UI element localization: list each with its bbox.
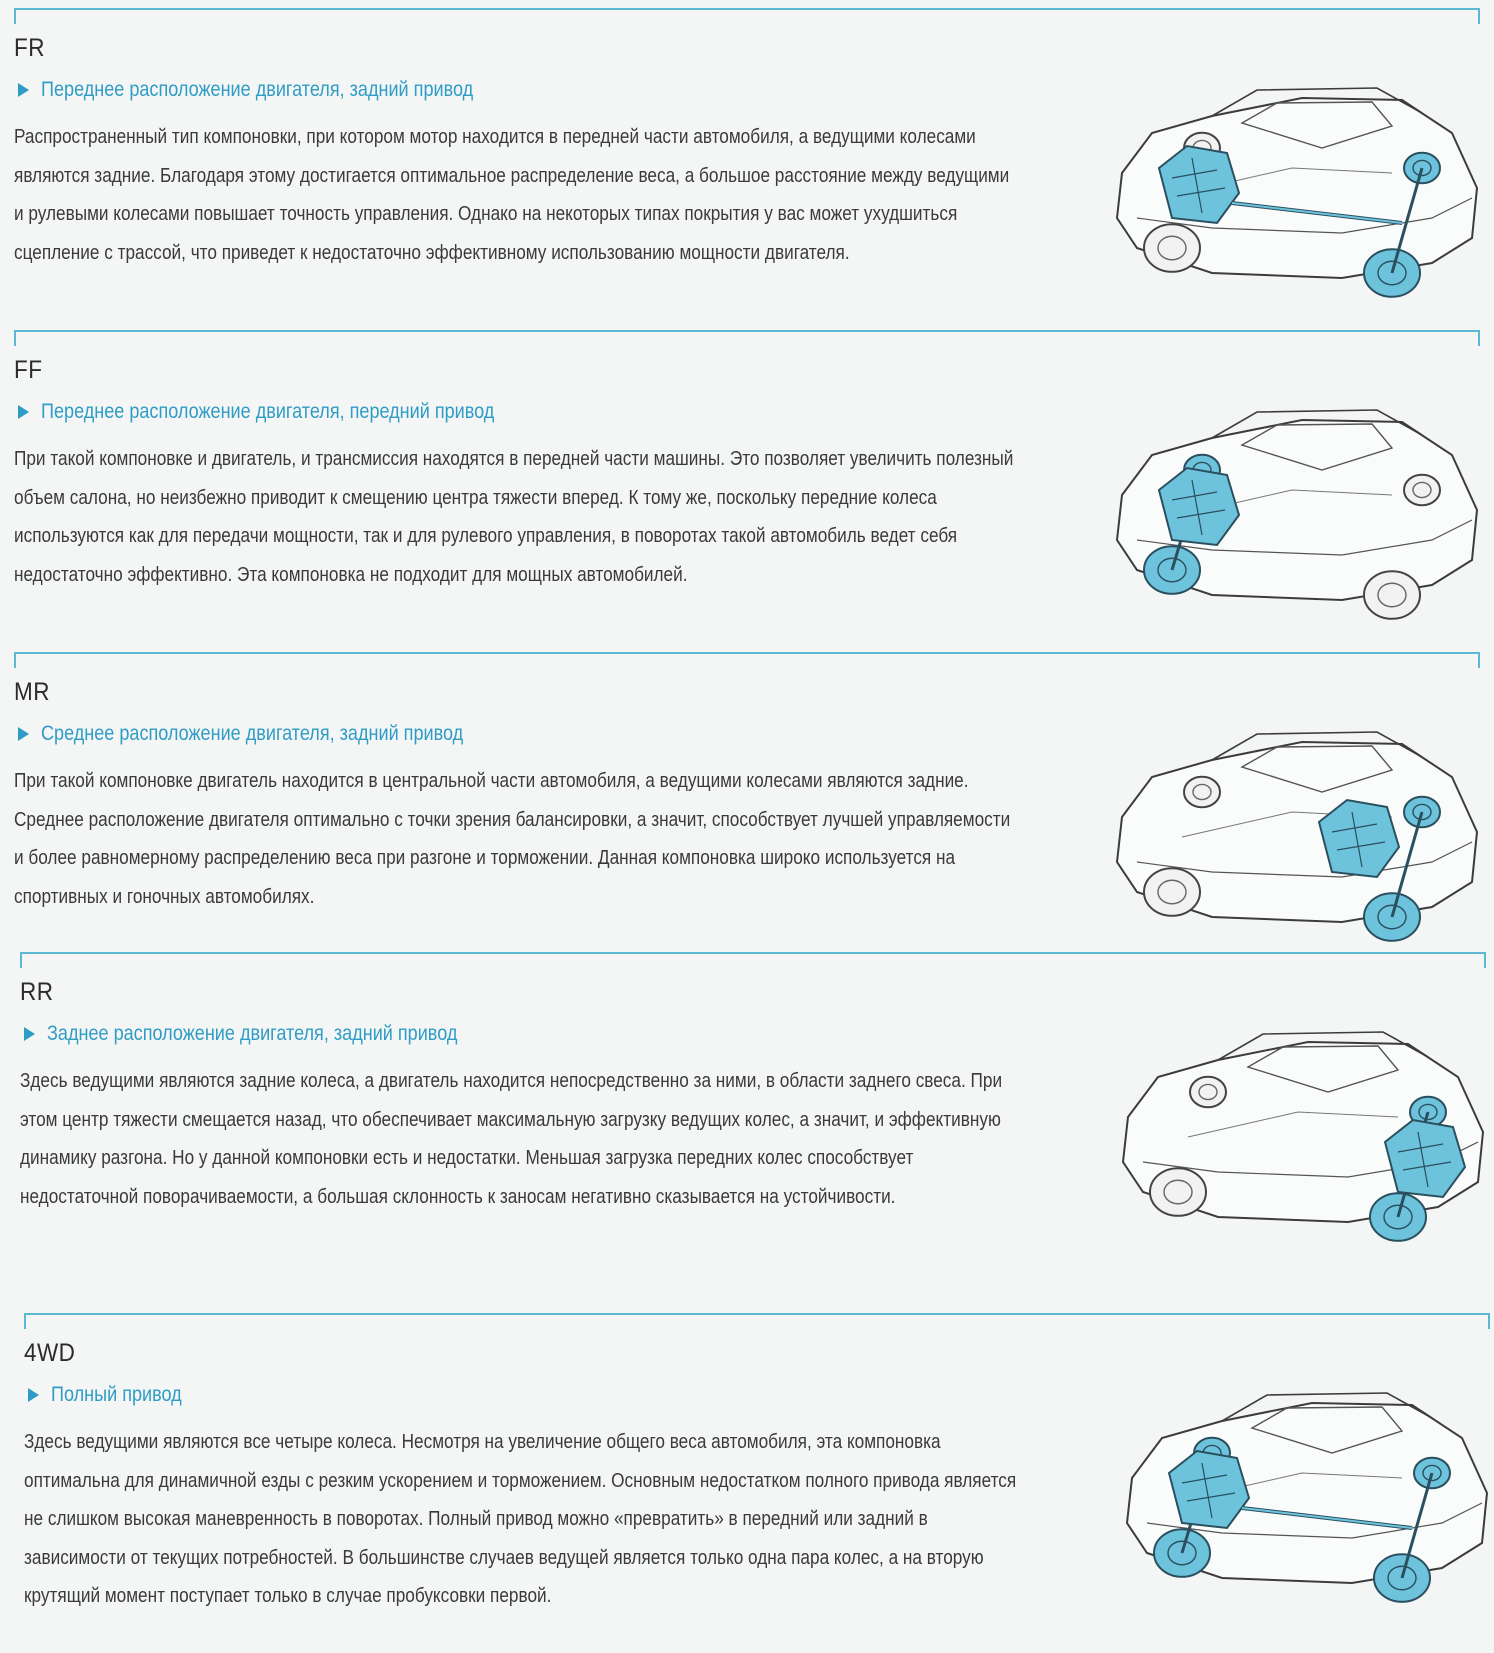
layout-subtitle: Полный привод	[28, 1383, 203, 1407]
wheel-frontNear	[1149, 1167, 1207, 1217]
wheel-frontNear	[1143, 867, 1201, 917]
section-rr: RR Заднее расположение двигателя, задний…	[20, 952, 1492, 1264]
wheel-hub-frontNear	[1157, 557, 1187, 583]
car-roof-line	[1211, 87, 1423, 117]
section-ff: FF Переднее расположение двигателя, пере…	[14, 330, 1486, 642]
triangle-arrow-icon	[24, 1027, 35, 1041]
wheel-hub-frontNear	[1157, 235, 1187, 261]
layout-description: Распространенный тип компоновки, при кот…	[14, 126, 1010, 264]
engine-detail	[1171, 157, 1226, 214]
subtitle-text: Переднее расположение двигателя, передни…	[41, 400, 495, 423]
layout-subtitle: Переднее расположение двигателя, передни…	[18, 400, 568, 424]
wheel-hub-rearNear	[1387, 1565, 1417, 1591]
subtitle-text: Переднее расположение двигателя, задний …	[41, 78, 474, 101]
section-fr: FR Переднее расположение двигателя, задн…	[14, 8, 1486, 320]
car-side-line	[1136, 197, 1473, 234]
wheel-rearFar	[1403, 473, 1441, 507]
car-window-line	[1240, 423, 1394, 471]
section-rule	[14, 8, 1480, 24]
engine-block	[1167, 1449, 1251, 1530]
engine-detail	[1181, 1462, 1236, 1519]
wheel-rearNear	[1363, 570, 1421, 620]
layout-description: Здесь ведущими являются задние колеса, а…	[20, 1070, 1003, 1208]
engine-detail	[1397, 1131, 1452, 1188]
car-drivetrain-illustration	[1115, 409, 1479, 620]
car-side-line	[1146, 1502, 1483, 1539]
layout-code: 4WD	[24, 1339, 76, 1367]
layout-subtitle: Среднее расположение двигателя, задний п…	[18, 722, 532, 746]
wheel-hub-rearFar	[1412, 159, 1432, 177]
car-drivetrain-illustration	[1125, 1392, 1489, 1603]
driveshaft-highlight	[1241, 1507, 1413, 1529]
engine-block	[1317, 798, 1401, 879]
section-rule	[20, 952, 1486, 968]
car-window-line	[1250, 1406, 1404, 1454]
triangle-arrow-icon	[18, 405, 29, 419]
wheel-hub-rearNear	[1377, 582, 1407, 608]
subtitle-text: Среднее расположение двигателя, задний п…	[41, 722, 464, 745]
car-window-line	[1246, 1045, 1400, 1093]
car-side-line	[1136, 841, 1473, 878]
car-drivetrain-illustration	[1115, 87, 1479, 298]
layout-code: RR	[20, 978, 54, 1006]
engine-block	[1383, 1118, 1467, 1199]
wheel-hub-frontNear	[1167, 1540, 1197, 1566]
wheel-hub-rearFar	[1422, 1464, 1442, 1482]
car-roof-line	[1221, 1392, 1433, 1422]
rear-axle	[1400, 1472, 1434, 1579]
subtitle-text: Полный привод	[51, 1383, 182, 1406]
engine-detail	[1331, 811, 1386, 868]
car-roof-line	[1217, 1031, 1429, 1061]
section-rule	[14, 330, 1480, 346]
wheel-hub-rearNear	[1377, 260, 1407, 286]
wheel-frontNear	[1143, 223, 1201, 273]
layout-description: Здесь ведущими являются все четыре колес…	[24, 1431, 1017, 1607]
layout-description: При такой компоновке двигатель находится…	[14, 770, 1011, 908]
engine-block	[1157, 144, 1241, 225]
wheel-hub-frontFar	[1198, 1083, 1218, 1101]
car-drivetrain-illustration	[1115, 731, 1479, 942]
car-window-line	[1240, 745, 1394, 793]
wheel-hub-frontNear	[1163, 1179, 1193, 1205]
wheel-hub-rearFar	[1412, 803, 1432, 821]
layout-code: FF	[14, 356, 43, 384]
car-window-line	[1240, 101, 1394, 149]
layout-code: FR	[14, 34, 45, 62]
car-roof-line	[1211, 731, 1423, 761]
car-door-line	[1187, 1111, 1399, 1138]
car-side-line	[1136, 519, 1473, 556]
layout-code: MR	[14, 678, 50, 706]
layout-description: При такой компоновке и двигатель, и тран…	[14, 448, 1014, 586]
rear-axle	[1390, 167, 1424, 274]
rear-axle	[1390, 811, 1424, 918]
layout-subtitle: Переднее расположение двигателя, задний …	[18, 78, 544, 102]
driveshaft-highlight	[1231, 202, 1403, 224]
section-rule	[14, 652, 1480, 668]
engine-detail	[1171, 479, 1226, 536]
section-mr: MR Среднее расположение двигателя, задни…	[14, 652, 1486, 964]
triangle-arrow-icon	[18, 727, 29, 741]
wheel-hub-rearFar	[1412, 481, 1432, 499]
car-roof-line	[1211, 409, 1423, 439]
wheel-frontFar	[1189, 1075, 1227, 1109]
wheel-frontFar	[1183, 775, 1221, 809]
section-rule	[24, 1313, 1490, 1329]
section-4wd: 4WD Полный привод Здесь ведущими являютс…	[24, 1313, 1494, 1625]
wheel-hub-rearNear	[1383, 1204, 1413, 1230]
wheel-hub-frontFar	[1192, 783, 1212, 801]
engine-block	[1157, 466, 1241, 547]
wheel-hub-rearFar	[1418, 1103, 1438, 1121]
wheel-hub-frontNear	[1157, 879, 1187, 905]
wheel-hub-rearNear	[1377, 904, 1407, 930]
triangle-arrow-icon	[18, 83, 29, 97]
layout-subtitle: Заднее расположение двигателя, задний пр…	[24, 1022, 524, 1046]
car-drivetrain-illustration	[1121, 1031, 1485, 1242]
subtitle-text: Заднее расположение двигателя, задний пр…	[47, 1022, 458, 1045]
triangle-arrow-icon	[28, 1388, 39, 1402]
